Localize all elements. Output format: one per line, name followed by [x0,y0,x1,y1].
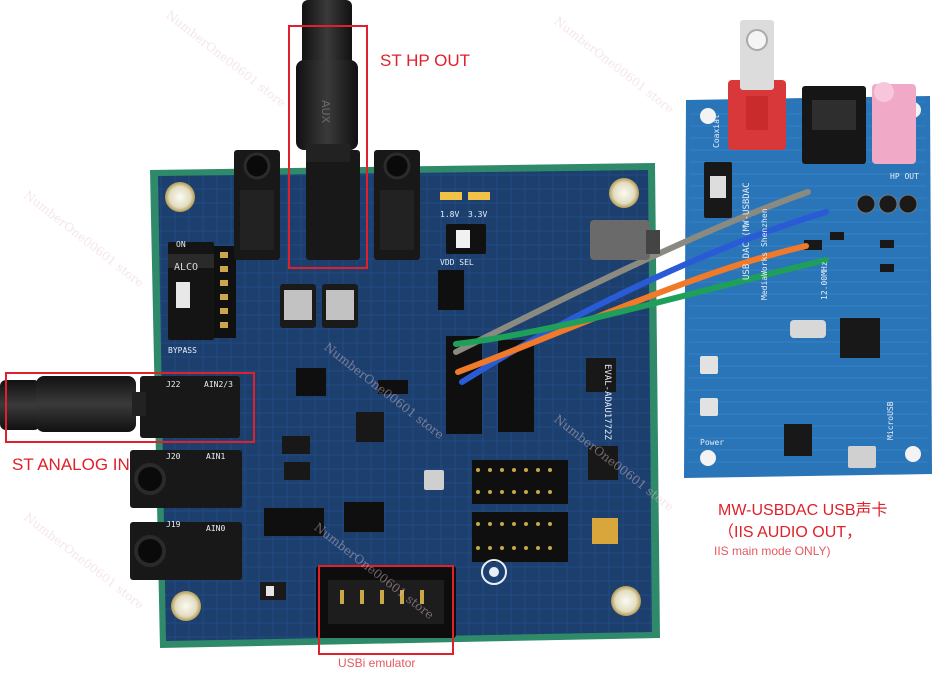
silk-on: ON [176,240,186,249]
silk-bypass: BYPASS [168,346,197,355]
silk-1v8: 1.8V [440,210,460,219]
hp-out-label: ST HP OUT [380,51,471,70]
silk-ain0: AIN0 [206,524,226,533]
mounting-hole [611,586,641,616]
silk-ain1: AIN1 [206,452,226,461]
silk-3v3: 3.3V [468,210,488,219]
left-jacks [130,376,242,580]
usbdac-board [684,20,932,478]
silk-power: Power [700,438,725,447]
silk-j22: J22 [166,380,181,389]
iis-main-mode-label: IIS main mode ONLY) [714,544,831,558]
mounting-hole [165,182,195,212]
silk-ain23: AIN2/3 [204,380,233,389]
silk-hp-out: HP OUT [890,172,919,181]
hp-out-highlight [288,25,368,269]
mounting-hole [609,178,639,208]
silk-alco: ALCO [174,262,199,273]
svg-text:AUX: AUX [319,100,332,124]
silk-crystal: 12.00MHz [820,261,829,300]
mounting-hole [171,591,201,621]
usbi-emulator-label: USBi emulator [338,656,416,670]
usbi-highlight [318,565,454,655]
top-jacks [234,150,420,260]
silk-coaxial: Coaxial [712,114,721,148]
jumper-wires [453,189,829,385]
analog-in-label: ST ANALOG IN [12,455,130,474]
silk-dac-board: USB DAC (MW-USBDAC [742,182,752,280]
hp-out-jack [872,84,916,164]
silk-vdd-sel: VDD SEL [440,258,474,267]
silk-microusb: MicroUSB [886,401,895,440]
microusb-port [848,446,876,468]
usbdac-title-label: MW-USBDAC USB声卡 [718,502,888,519]
silk-dac-maker: MediaWorks Shenzhen [760,208,769,300]
silk-j20: J20 [166,452,181,461]
iis-audio-out-label: （IIS AUDIO OUT， [718,524,863,541]
silk-j19: J19 [166,520,181,529]
main-board: AUX [0,0,660,648]
aux-plug-left [0,376,146,432]
analog-in-highlight [5,372,255,443]
silk-eval-board: EVAL-ADAU1772Z [602,364,612,440]
aux-plug-top: AUX [296,0,358,162]
highlight-boxes [5,25,454,655]
